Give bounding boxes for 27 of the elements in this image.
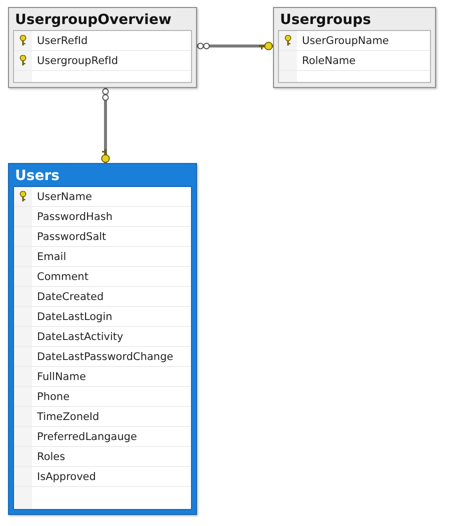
table-card	[273, 7, 436, 88]
column-name: Email	[37, 250, 66, 262]
column-name: UserName	[37, 190, 92, 202]
table-title: Usergroups	[279, 11, 372, 30]
column-name: DateLastActivity	[37, 330, 124, 342]
column-name: UserGroupName	[302, 34, 389, 46]
column-name: DateLastPasswordChange	[37, 350, 174, 362]
column-name: PasswordHash	[37, 210, 112, 222]
column-name: FullName	[37, 370, 86, 382]
column-name: TimeZoneId	[37, 410, 100, 422]
column-name: DateCreated	[37, 290, 104, 302]
column-name: Phone	[37, 390, 70, 402]
table-card	[8, 7, 197, 88]
column-name: RoleName	[302, 54, 356, 66]
table-card	[8, 163, 197, 515]
column-name: UserRefId	[37, 34, 88, 46]
relationship-line	[101, 88, 110, 163]
column-name: UsergroupRefId	[37, 54, 118, 66]
column-name: Roles	[37, 450, 66, 462]
column-name: PreferredLangauge	[37, 430, 138, 442]
relationship-line	[197, 42, 273, 50]
table-title: UsergroupOverview	[14, 11, 172, 30]
column-name: DateLastLogin	[37, 310, 112, 322]
column-name: Comment	[37, 270, 88, 282]
table-title: Users	[14, 167, 60, 186]
column-name: IsApproved	[37, 470, 96, 482]
column-name: PasswordSalt	[37, 230, 106, 242]
